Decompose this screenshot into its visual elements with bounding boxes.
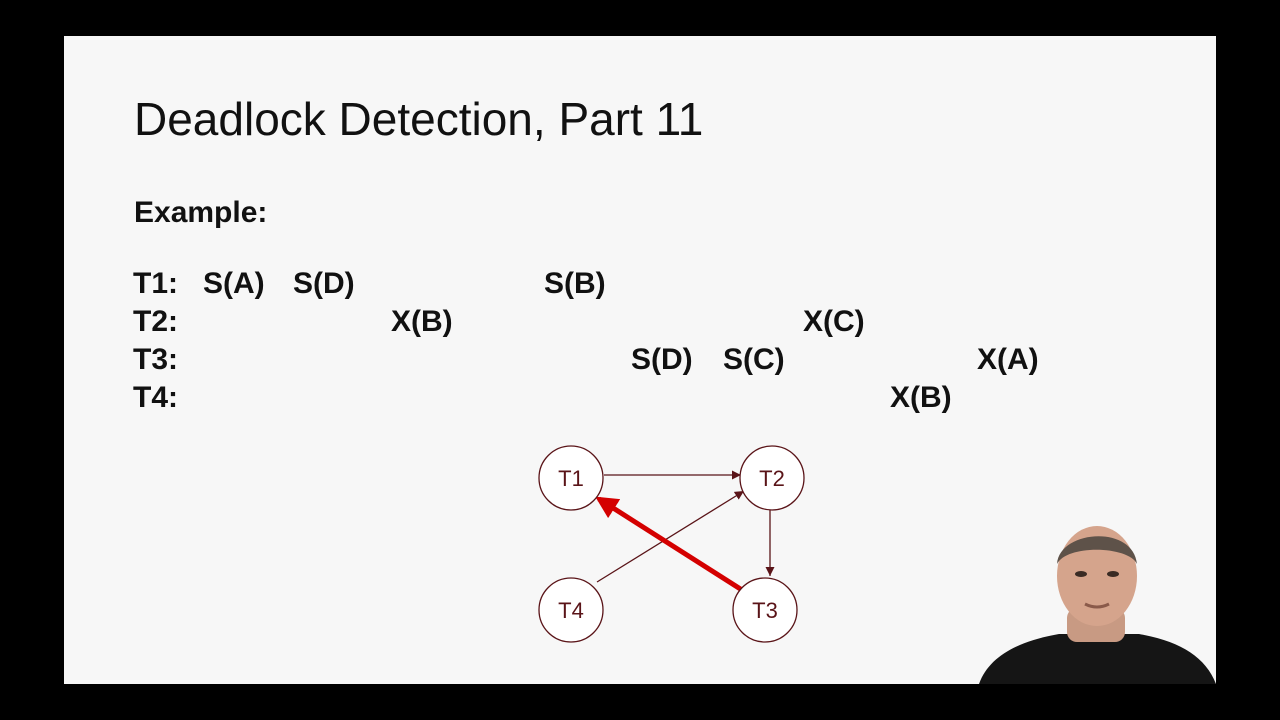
op-t4-xb: X(B) bbox=[890, 381, 952, 414]
slide: Deadlock Detection, Part 11 Example: T1:… bbox=[64, 36, 1216, 684]
op-t3-sd: S(D) bbox=[631, 343, 693, 376]
node-label-t2: T2 bbox=[759, 466, 785, 491]
node-t2: T2 bbox=[739, 445, 805, 511]
op-t2-xb: X(B) bbox=[391, 305, 453, 338]
row-label-t1: T1: bbox=[133, 267, 178, 300]
node-label-t4: T4 bbox=[558, 598, 584, 623]
op-t2-xc: X(C) bbox=[803, 305, 865, 338]
edge-t3-t1-highlighted bbox=[595, 496, 744, 593]
op-t1-sa: S(A) bbox=[203, 267, 265, 300]
presenter-video bbox=[979, 526, 1216, 684]
op-t3-sc: S(C) bbox=[723, 343, 785, 376]
op-t1-sb: S(B) bbox=[544, 267, 606, 300]
row-label-t3: T3: bbox=[133, 343, 178, 376]
op-t3-xa: X(A) bbox=[977, 343, 1039, 376]
edge-t4-t2 bbox=[596, 490, 745, 583]
example-label: Example: bbox=[134, 196, 268, 229]
node-t1: T1 bbox=[538, 445, 604, 511]
node-label-t1: T1 bbox=[558, 466, 584, 491]
op-t1-sd: S(D) bbox=[293, 267, 355, 300]
row-label-t4: T4: bbox=[133, 381, 178, 414]
node-t4: T4 bbox=[538, 577, 604, 643]
waits-for-graph: T1 T2 T3 T4 bbox=[538, 445, 805, 643]
slide-title: Deadlock Detection, Part 11 bbox=[134, 93, 704, 145]
node-label-t3: T3 bbox=[752, 598, 778, 623]
row-label-t2: T2: bbox=[133, 305, 178, 338]
node-t3: T3 bbox=[732, 577, 798, 643]
